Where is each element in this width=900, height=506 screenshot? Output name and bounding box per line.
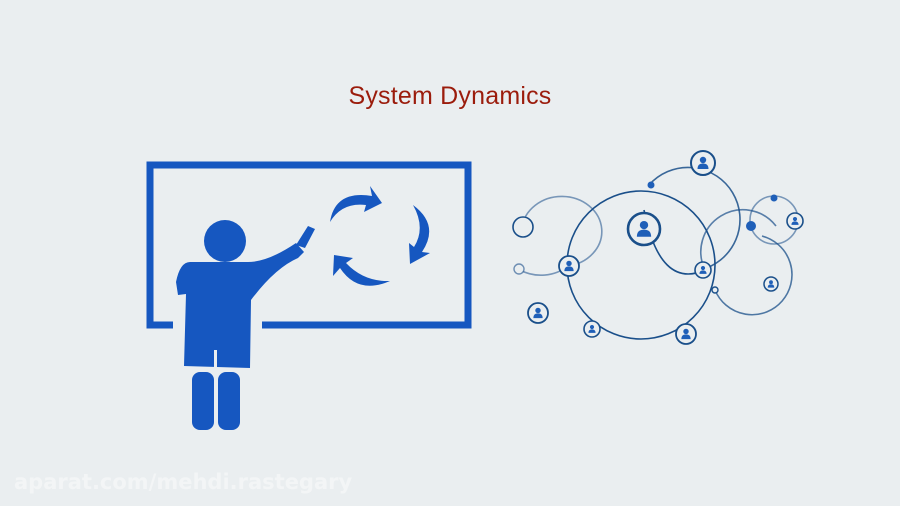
- person-node: [558, 255, 580, 277]
- person-node: [583, 320, 601, 338]
- person-node: [690, 150, 716, 176]
- person-node: [786, 212, 804, 230]
- person-node: [527, 302, 549, 324]
- person-node-large: [626, 211, 662, 247]
- teacher-icon: [176, 220, 315, 430]
- slide-title: System Dynamics: [348, 82, 552, 110]
- whiteboard-icon: [146, 161, 472, 329]
- person-node: [675, 323, 697, 345]
- person-node: [694, 261, 712, 279]
- cycle-arrows-icon: [330, 186, 430, 286]
- network-diagram: [519, 166, 799, 340]
- network-nodes: [512, 150, 804, 345]
- person-node: [763, 276, 779, 292]
- watermark-text: aparat.com/mehdi.rastegary: [14, 470, 353, 494]
